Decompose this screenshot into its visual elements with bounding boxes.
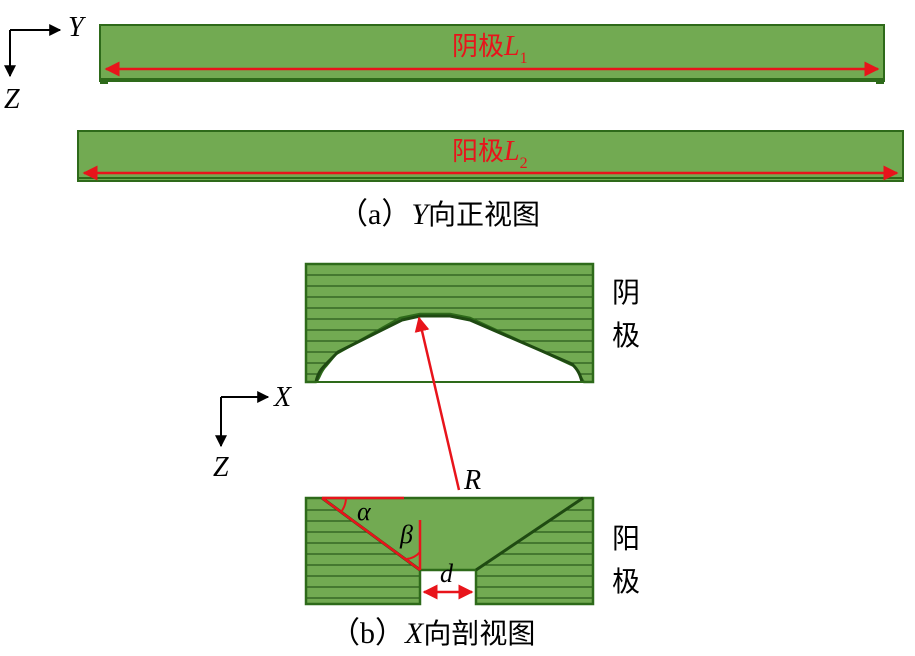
anode-char-1: 阳 (612, 522, 640, 555)
angle-annotations: α β (321, 496, 422, 572)
beta-label: β (399, 520, 413, 549)
axis-z-label-b: Z (213, 452, 229, 483)
view-a: Y Z 阴极L1 阳极L2 （a）Y向正视图 (4, 12, 904, 231)
axis-z-label: Z (4, 84, 20, 115)
radius-arrow (414, 316, 461, 491)
anode-length-label: 阳极L2 (452, 136, 528, 172)
gap-label: d (440, 559, 454, 588)
cathode-bar: 阴极L1 (99, 24, 885, 84)
axis-y-label: Y (68, 12, 87, 43)
anode-char-2: 极 (612, 565, 640, 598)
alpha-label: α (357, 497, 372, 526)
axis-x-label: X (273, 382, 292, 413)
caption-a: （a）Y向正视图 (338, 198, 540, 231)
cathode-length-label: 阴极L1 (452, 31, 528, 67)
radius-label: R (463, 465, 481, 496)
axis-triad-a: Y Z (4, 12, 87, 115)
anode-bar: 阳极L2 (77, 130, 904, 182)
axis-triad-b: X Z (213, 382, 292, 483)
caption-b: （b）X向剖视图 (330, 617, 535, 650)
cathode-section (304, 262, 595, 384)
cathode-char-2: 极 (612, 319, 640, 352)
cathode-char-1: 阴 (612, 276, 640, 309)
view-b: 阴 极 X Z R α β (213, 262, 640, 650)
anode-section (304, 496, 595, 606)
